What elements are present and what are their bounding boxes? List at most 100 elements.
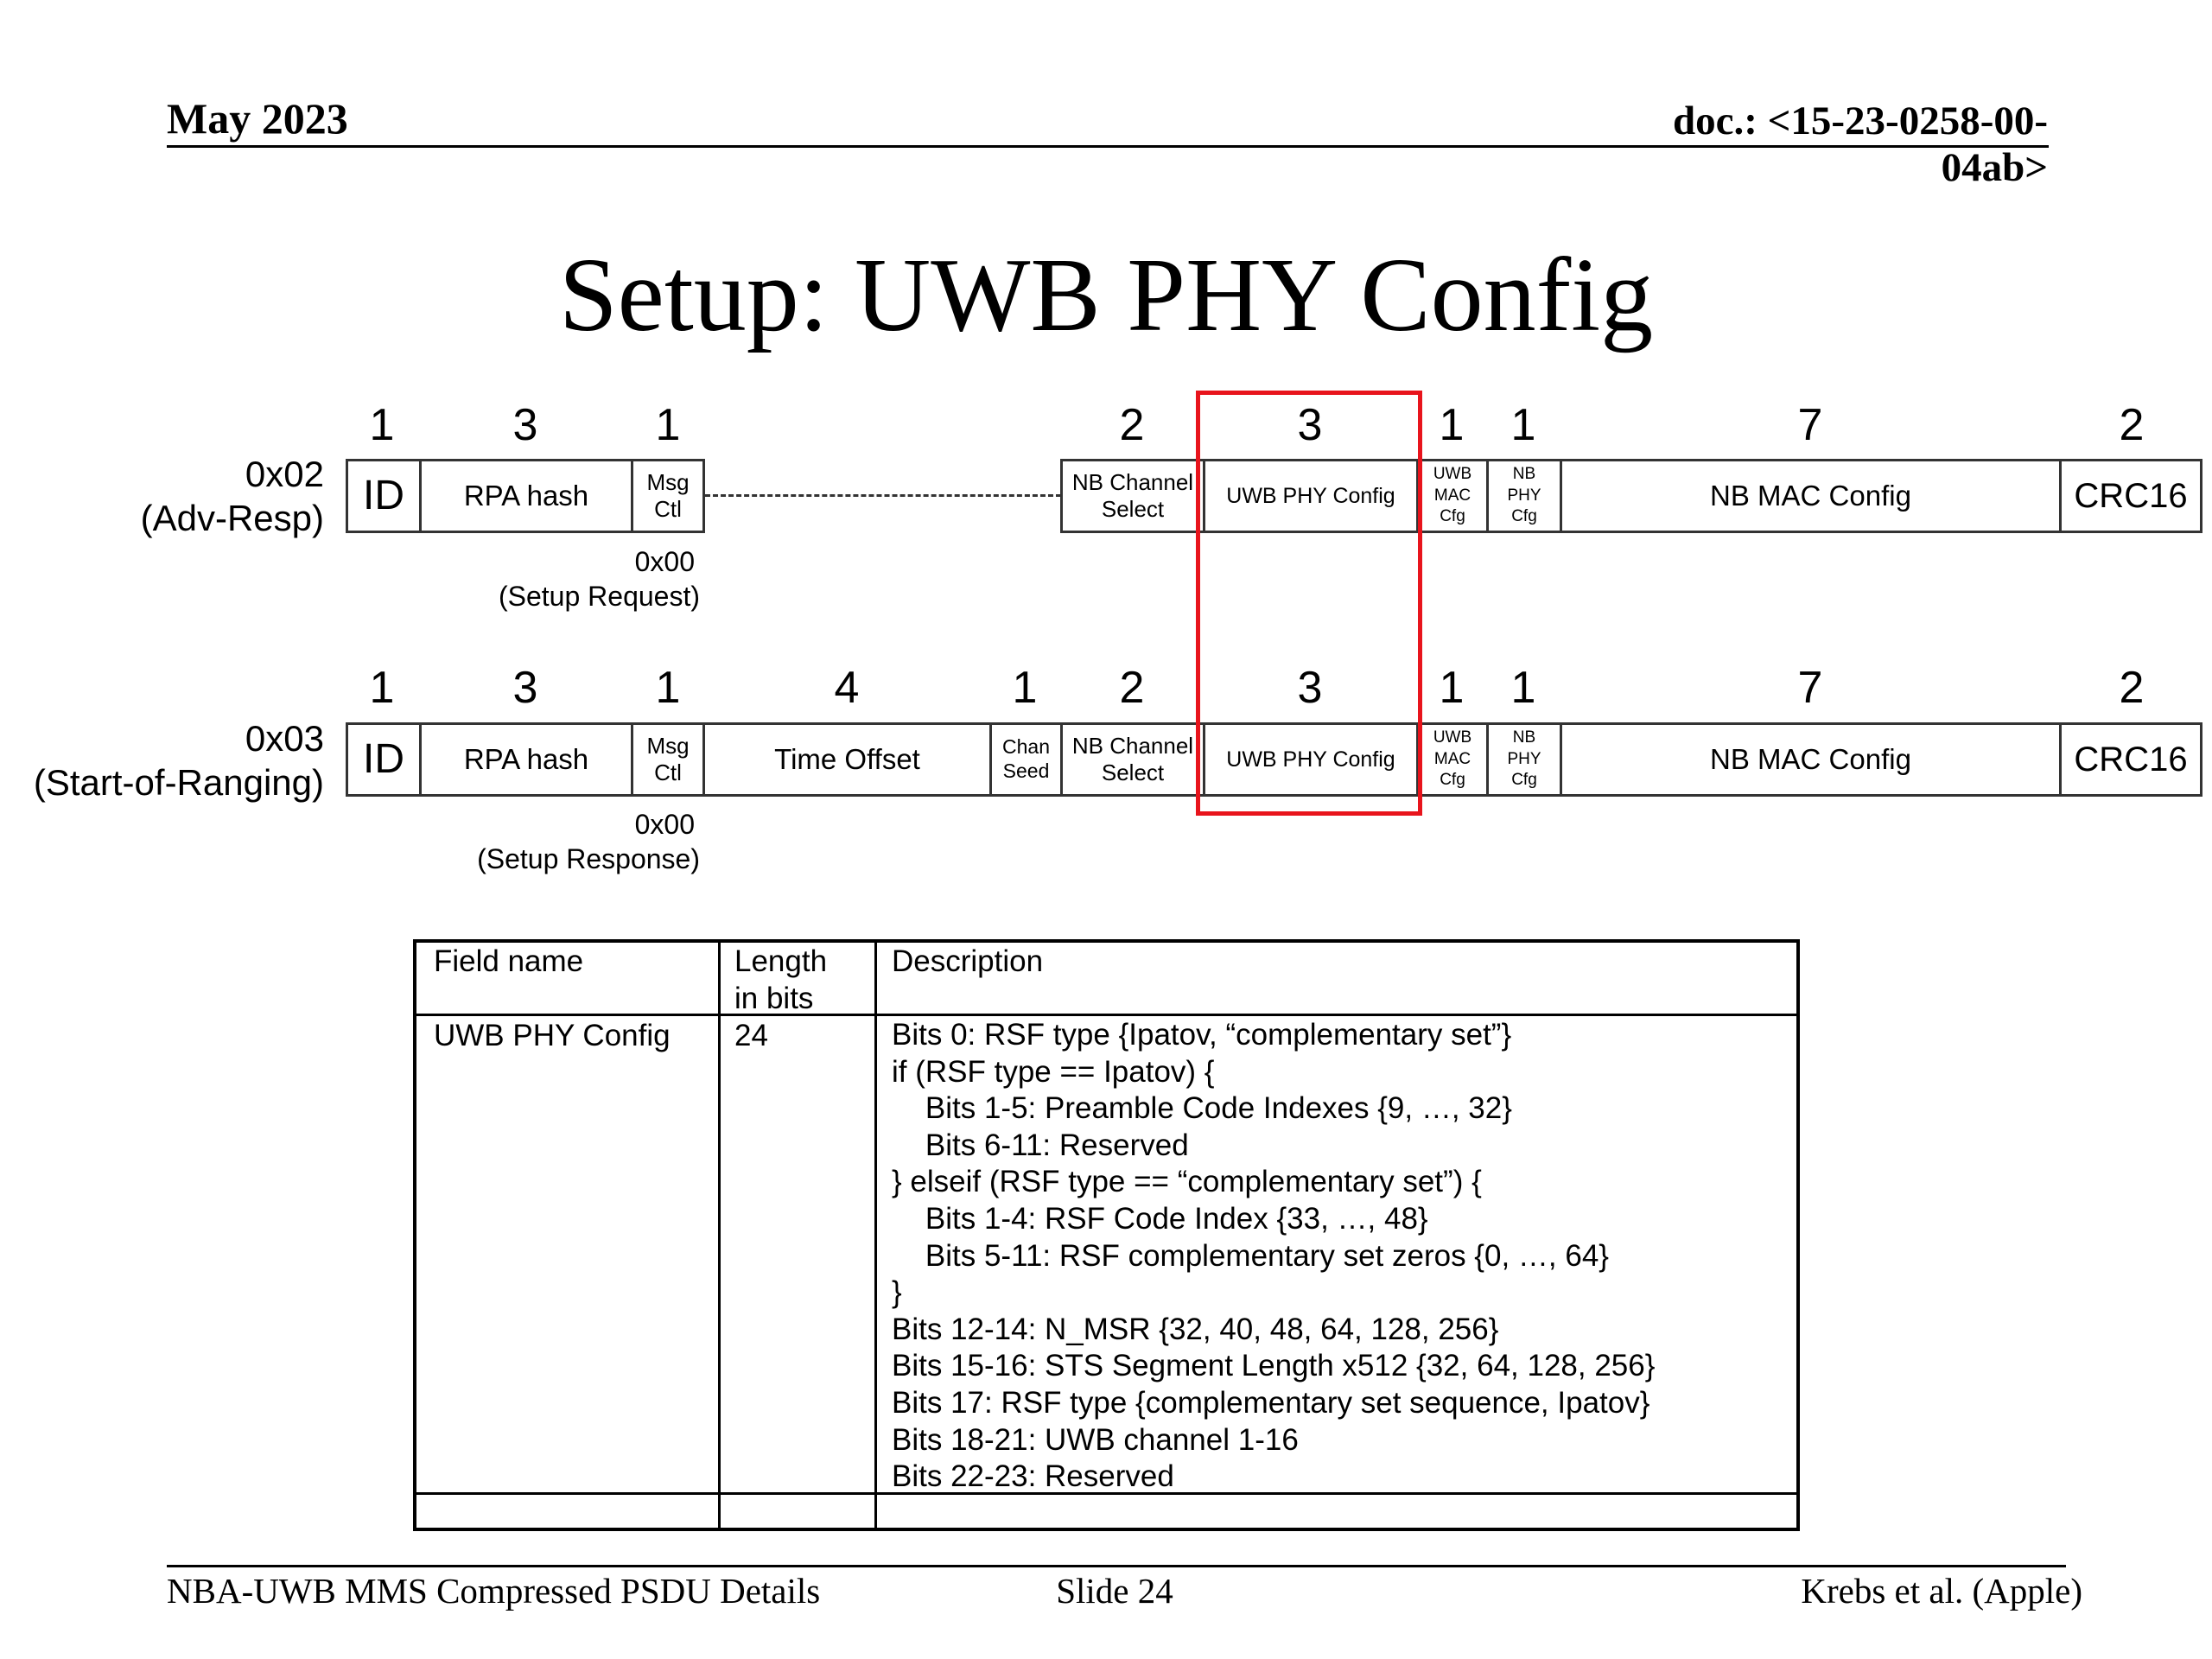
row1-size-rpa: 3 — [512, 400, 538, 450]
field-description-table: Field name Length in bits Description UW… — [413, 939, 1800, 1531]
row2-field-nb-mac-config: NB MAC Config — [1560, 722, 2062, 797]
row1-size-id: 1 — [369, 400, 395, 450]
row1-field-msg-ctl: Msg Ctl — [631, 459, 705, 533]
row1-field-id: ID — [346, 459, 422, 533]
row2-field-chan-seed: Chan Seed — [989, 722, 1063, 797]
row2-uwbmac-line1: UWB — [1433, 728, 1472, 747]
footer-rule — [167, 1565, 2066, 1567]
row2-nbchannel-line1: NB Channel — [1071, 732, 1194, 759]
description-line: Bits 15-16: STS Segment Length x512 {32,… — [892, 1349, 1656, 1383]
row2-uwbmac-line3: Cfg — [1440, 771, 1465, 790]
row2-label-name: (Start-of-Ranging) — [33, 762, 324, 803]
row1-field-nb-mac-config: NB MAC Config — [1560, 459, 2062, 533]
description-line: Bits 5-11: RSF complementary set zeros {… — [892, 1238, 1609, 1273]
row2-uwbmac-line2: MAC — [1433, 749, 1471, 768]
row1-sub-name: (Setup Request) — [498, 581, 700, 612]
description-line: Bits 17: RSF type {complementary set seq… — [892, 1385, 1650, 1420]
description-line: Bits 18-21: UWB channel 1-16 — [892, 1422, 1299, 1457]
row2-msgctl-value: 0x00 (Setup Response) — [449, 807, 700, 876]
row2-size-nbphy: 1 — [1510, 663, 1536, 713]
row2-nbphy-line2: PHY — [1507, 749, 1541, 768]
row2-field-nb-channel-select: NB Channel Select — [1060, 722, 1205, 797]
table-col-divider-1 — [718, 943, 721, 1528]
row1-size-uwbmac: 1 — [1439, 400, 1465, 450]
footer-left-title: NBA-UWB MMS Compressed PSDU Details — [167, 1571, 821, 1611]
uwb-phy-config-highlight — [1196, 391, 1422, 816]
row2-field-msg-ctl: Msg Ctl — [631, 722, 705, 797]
row2-field-rpa-hash: RPA hash — [419, 722, 633, 797]
row1-msgctl-line1: Msg — [646, 468, 690, 495]
row1-uwbmac-line3: Cfg — [1440, 507, 1465, 526]
row2-nbchannel-line2: Select — [1101, 760, 1165, 785]
row1-label-code: 0x02 — [245, 454, 324, 494]
row1-size-uwbphy: 3 — [1297, 400, 1323, 450]
header-rule — [167, 145, 2049, 148]
row2-field-crc16: CRC16 — [2059, 722, 2202, 797]
description-line: Bits 0: RSF type {Ipatov, “complementary… — [892, 1018, 1512, 1052]
row2-size-chanseed: 1 — [1012, 663, 1038, 713]
description-line: Bits 1-4: RSF Code Index {33, …, 48} — [892, 1201, 1428, 1236]
row2-sub-name: (Setup Response) — [477, 843, 700, 874]
row2-size-nbchannel: 2 — [1119, 663, 1145, 713]
row2-sub-code: 0x00 — [634, 809, 695, 840]
header-doc-id: doc.: <15-23-0258-00-04ab> — [1672, 99, 2048, 190]
row2-size-nbmac: 7 — [1797, 663, 1823, 713]
row1-nbphy-line2: PHY — [1507, 486, 1541, 505]
row1-size-nbchannel: 2 — [1119, 400, 1145, 450]
row1-size-crc: 2 — [2119, 400, 2145, 450]
row2-size-id: 1 — [369, 663, 395, 713]
row1-nbphy-line3: Cfg — [1511, 507, 1537, 526]
table-cell-description: Bits 0: RSF type {Ipatov, “complementary… — [892, 1017, 1655, 1496]
row1-nbchannel-line2: Select — [1101, 496, 1165, 522]
header-date: May 2023 — [167, 94, 348, 143]
description-line: } — [892, 1275, 902, 1310]
row1-sub-code: 0x00 — [634, 546, 695, 577]
row1-size-nbmac: 7 — [1797, 400, 1823, 450]
row2-field-time-offset: Time Offset — [702, 722, 992, 797]
footer-authors: Krebs et al. (Apple) — [1801, 1571, 2082, 1611]
table-cell-field-name: UWB PHY Config — [434, 1019, 671, 1052]
description-line: Bits 22-23: Reserved — [892, 1459, 1174, 1494]
slide-title: Setup: UWB PHY Config — [558, 237, 1654, 353]
description-line: Bits 12-14: N_MSR {32, 40, 48, 64, 128, … — [892, 1312, 1499, 1346]
table-row-divider — [416, 1492, 1796, 1495]
row2-label-code: 0x03 — [245, 718, 324, 759]
table-header-field-name: Field name — [434, 944, 584, 978]
row1-msgctl-line2: Ctl — [654, 496, 682, 522]
row1-field-nb-channel-select: NB Channel Select — [1060, 459, 1205, 533]
row1-field-uwb-mac-cfg: UWB MAC Cfg — [1416, 459, 1489, 533]
row1-field-crc16: CRC16 — [2059, 459, 2202, 533]
row2-field-uwb-mac-cfg: UWB MAC Cfg — [1416, 722, 1489, 797]
row2-size-uwbphy: 3 — [1297, 663, 1323, 713]
row2-field-nb-phy-cfg: NB PHY Cfg — [1486, 722, 1562, 797]
table-header-description: Description — [892, 944, 1044, 978]
row2-msgctl-line1: Msg — [646, 732, 690, 759]
table-header-length: Length in bits — [734, 943, 827, 1017]
description-line: } elseif (RSF type == “complementary set… — [892, 1165, 1482, 1199]
row2-size-crc: 2 — [2119, 663, 2145, 713]
description-line: Bits 6-11: Reserved — [892, 1128, 1189, 1162]
table-header-divider — [416, 1014, 1796, 1016]
row1-field-nb-phy-cfg: NB PHY Cfg — [1486, 459, 1562, 533]
row1-omitted-fields-dashline — [705, 494, 1061, 497]
row2-label: 0x03 (Start-of-Ranging) — [9, 716, 324, 804]
row1-nbchannel-line1: NB Channel — [1071, 468, 1194, 495]
row1-size-msgctl: 1 — [655, 400, 681, 450]
row1-label-name: (Adv-Resp) — [140, 498, 324, 538]
row1-field-uwb-phy-config: UWB PHY Config — [1203, 459, 1419, 533]
table-cell-length: 24 — [734, 1019, 768, 1052]
description-line: Bits 1-5: Preamble Code Indexes {9, …, 3… — [892, 1091, 1512, 1126]
row1-nbphy-line1: NB — [1512, 464, 1536, 483]
row2-size-uwbmac: 1 — [1439, 663, 1465, 713]
row1-size-nbphy: 1 — [1510, 400, 1536, 450]
row2-chanseed-line2: Seed — [1002, 760, 1050, 782]
row2-size-msgctl: 1 — [655, 663, 681, 713]
footer-slide-number: Slide 24 — [1056, 1571, 1173, 1611]
row1-uwbmac-line1: UWB — [1433, 464, 1472, 483]
row1-msgctl-value: 0x00 (Setup Request) — [475, 544, 700, 613]
table-col-divider-2 — [874, 943, 877, 1528]
row1-uwbmac-line2: MAC — [1433, 486, 1471, 505]
row1-label: 0x02 (Adv-Resp) — [17, 452, 324, 540]
row2-msgctl-line2: Ctl — [654, 760, 682, 785]
table-header-length-line2: in bits — [734, 982, 814, 1015]
